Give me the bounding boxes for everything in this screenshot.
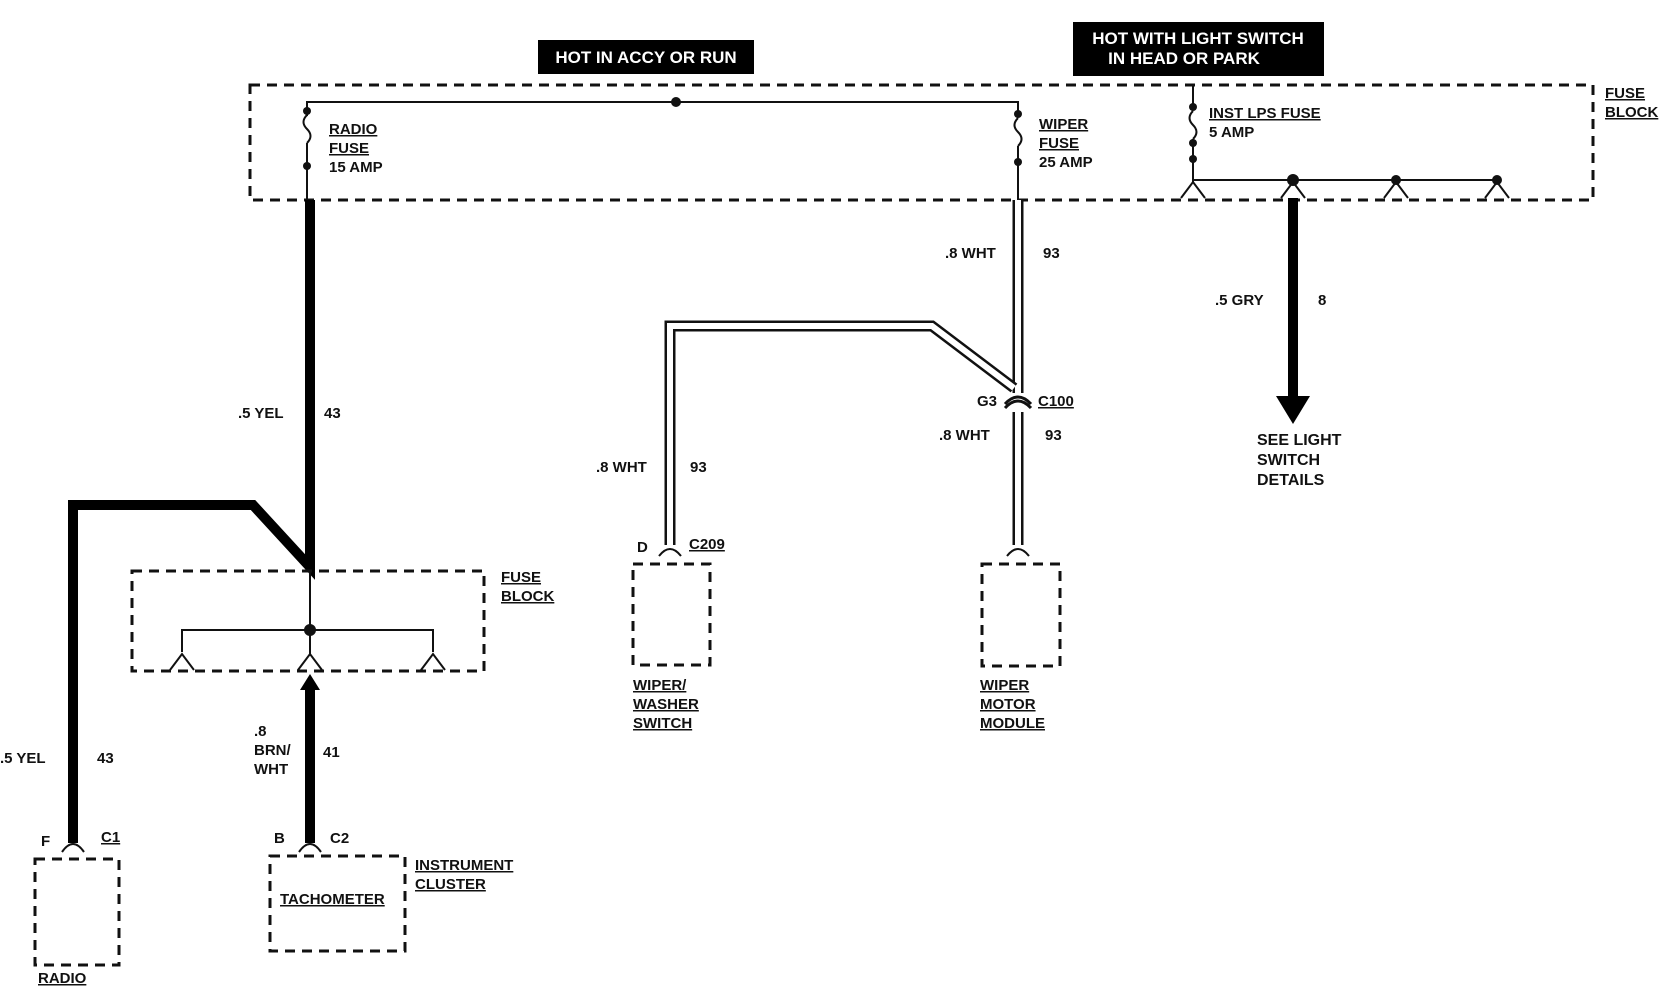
wiper-motor-module-box	[980, 562, 1062, 668]
c2-pin: B	[274, 830, 285, 847]
wiper-motor-connector-icon	[1006, 548, 1030, 557]
tach-wire-circuit: 41	[323, 744, 340, 761]
wiper-fuse-label-1: WIPER	[1039, 116, 1088, 133]
c1-pin: F	[41, 833, 50, 850]
radio-component-label: RADIO	[38, 970, 87, 987]
tach-wire-size: .8	[254, 723, 267, 740]
c2-connector-icon	[298, 843, 322, 853]
inst-bus-taps	[1180, 174, 1510, 199]
wiper-fuse-icon	[1013, 110, 1023, 200]
wiper-switch-label-3: SWITCH	[633, 715, 692, 732]
radio-out-size-color: .5 YEL	[0, 750, 46, 767]
see-light-label-2: SWITCH	[1257, 452, 1320, 469]
tach-wire-color-1: BRN/	[254, 742, 291, 759]
tachometer-label: TACHOMETER	[280, 891, 385, 908]
inst-lps-fuse-icon	[1188, 85, 1198, 182]
tach-wire-color-2: WHT	[254, 761, 288, 778]
see-light-label-3: DETAILS	[1257, 472, 1325, 489]
inst-lps-fuse-label: INST LPS FUSE	[1209, 105, 1321, 122]
lower-fuse-block-label-2: BLOCK	[501, 588, 554, 605]
see-light-label-1: SEE LIGHT	[1257, 432, 1342, 449]
lower-fuse-block-bus	[169, 571, 446, 671]
instrument-cluster-label-1: INSTRUMENT	[415, 857, 513, 874]
wiper-motor-label-2: MOTOR	[980, 696, 1036, 713]
bus-junction-dot	[671, 97, 681, 107]
wiper-motor-label-3: MODULE	[980, 715, 1045, 732]
wiper-mid-size-color: .8 WHT	[939, 427, 990, 444]
header-accy-run-box	[538, 40, 754, 74]
wiper-switch-label-2: WASHER	[633, 696, 699, 713]
wiper-top-size-color: .8 WHT	[945, 245, 996, 262]
header-light-switch-line1: HOT WITH LIGHT SWITCH	[1092, 29, 1304, 48]
wiper-switch-size-color: .8 WHT	[596, 459, 647, 476]
radio-feed-circuit: 43	[324, 405, 341, 422]
wiper-switch-label-1: WIPER/	[633, 677, 687, 694]
header-light-switch-box	[1073, 22, 1324, 76]
c209-connector-icon	[658, 548, 682, 557]
top-fuse-block-outline	[248, 83, 1595, 202]
header-light-switch-line2: IN HEAD OR PARK	[1108, 49, 1260, 68]
c209-name: C209	[689, 536, 725, 553]
radio-out-circuit: 43	[97, 750, 114, 767]
radio-fuse-icon	[302, 107, 312, 200]
inst-lps-fuse-rating: 5 AMP	[1209, 124, 1254, 141]
tach-arrowhead	[300, 674, 320, 690]
c1-name: C1	[101, 829, 120, 846]
c100-name: C100	[1038, 393, 1074, 410]
c209-pin: D	[637, 539, 648, 556]
lower-fuse-block-outline	[130, 569, 486, 673]
accy-bus-bar	[306, 101, 1019, 116]
radio-fuse-label-1: RADIO	[329, 121, 378, 138]
wiper-top-circuit: 93	[1043, 245, 1060, 262]
top-fuse-block-label-2: BLOCK	[1605, 104, 1658, 121]
wiper-mid-circuit: 93	[1045, 427, 1062, 444]
wiper-fuse-rating: 25 AMP	[1039, 154, 1093, 171]
c2-name: C2	[330, 830, 349, 847]
c100-connector-icon	[1003, 395, 1033, 410]
c1-connector-icon	[61, 843, 85, 853]
top-fuse-block-label-1: FUSE	[1605, 85, 1645, 102]
wiper-motor-label-1: WIPER	[980, 677, 1029, 694]
radio-fuse-label-2: FUSE	[329, 140, 369, 157]
wiper-switch-wire-inner	[667, 323, 1016, 545]
wiper-washer-switch-box	[631, 562, 712, 667]
radio-feed-wire	[68, 200, 315, 843]
wiper-fuse-label-2: FUSE	[1039, 135, 1079, 152]
gry-circuit: 8	[1318, 292, 1326, 309]
tachometer-box	[268, 854, 407, 953]
header-accy-run: HOT IN ACCY OR RUN	[555, 48, 736, 67]
radio-fuse-rating: 15 AMP	[329, 159, 383, 176]
gry-size-color: .5 GRY	[1215, 292, 1264, 309]
lower-fuse-block-label-1: FUSE	[501, 569, 541, 586]
radio-component-box	[33, 857, 121, 967]
gry-arrowhead	[1276, 396, 1310, 424]
instrument-cluster-label-2: CLUSTER	[415, 876, 486, 893]
radio-feed-size-color: .5 YEL	[238, 405, 284, 422]
c100-pin: G3	[977, 393, 997, 410]
wiper-switch-circuit: 93	[690, 459, 707, 476]
